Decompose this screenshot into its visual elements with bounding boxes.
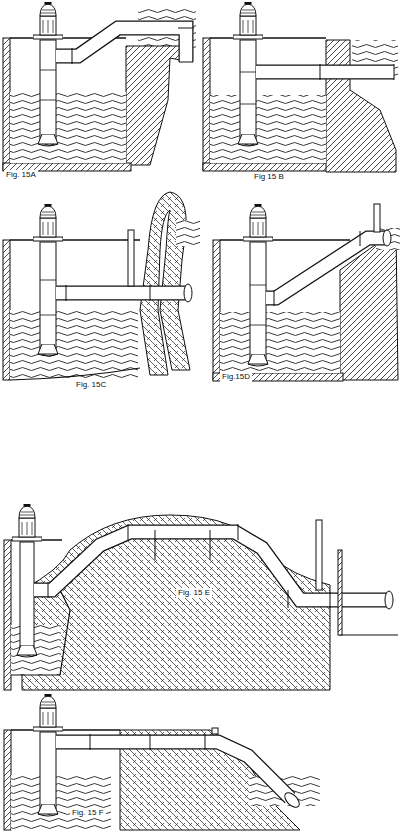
figure-15a	[3, 2, 196, 171]
figure-15b	[203, 2, 398, 172]
figure-15c	[3, 192, 200, 380]
figure-label: Fig.15D	[220, 372, 252, 382]
figure-label: Fig 15 B	[252, 172, 286, 182]
figure-15d	[213, 204, 400, 381]
figure-15f	[4, 694, 320, 830]
figure-label: Fig. 15A	[4, 170, 38, 180]
figure-15e	[4, 504, 398, 690]
figure-label: Fig. 15 F	[70, 808, 106, 818]
figure-label: Fig. 15C	[74, 380, 108, 390]
figure-label: Fig. 15 E	[176, 588, 212, 598]
